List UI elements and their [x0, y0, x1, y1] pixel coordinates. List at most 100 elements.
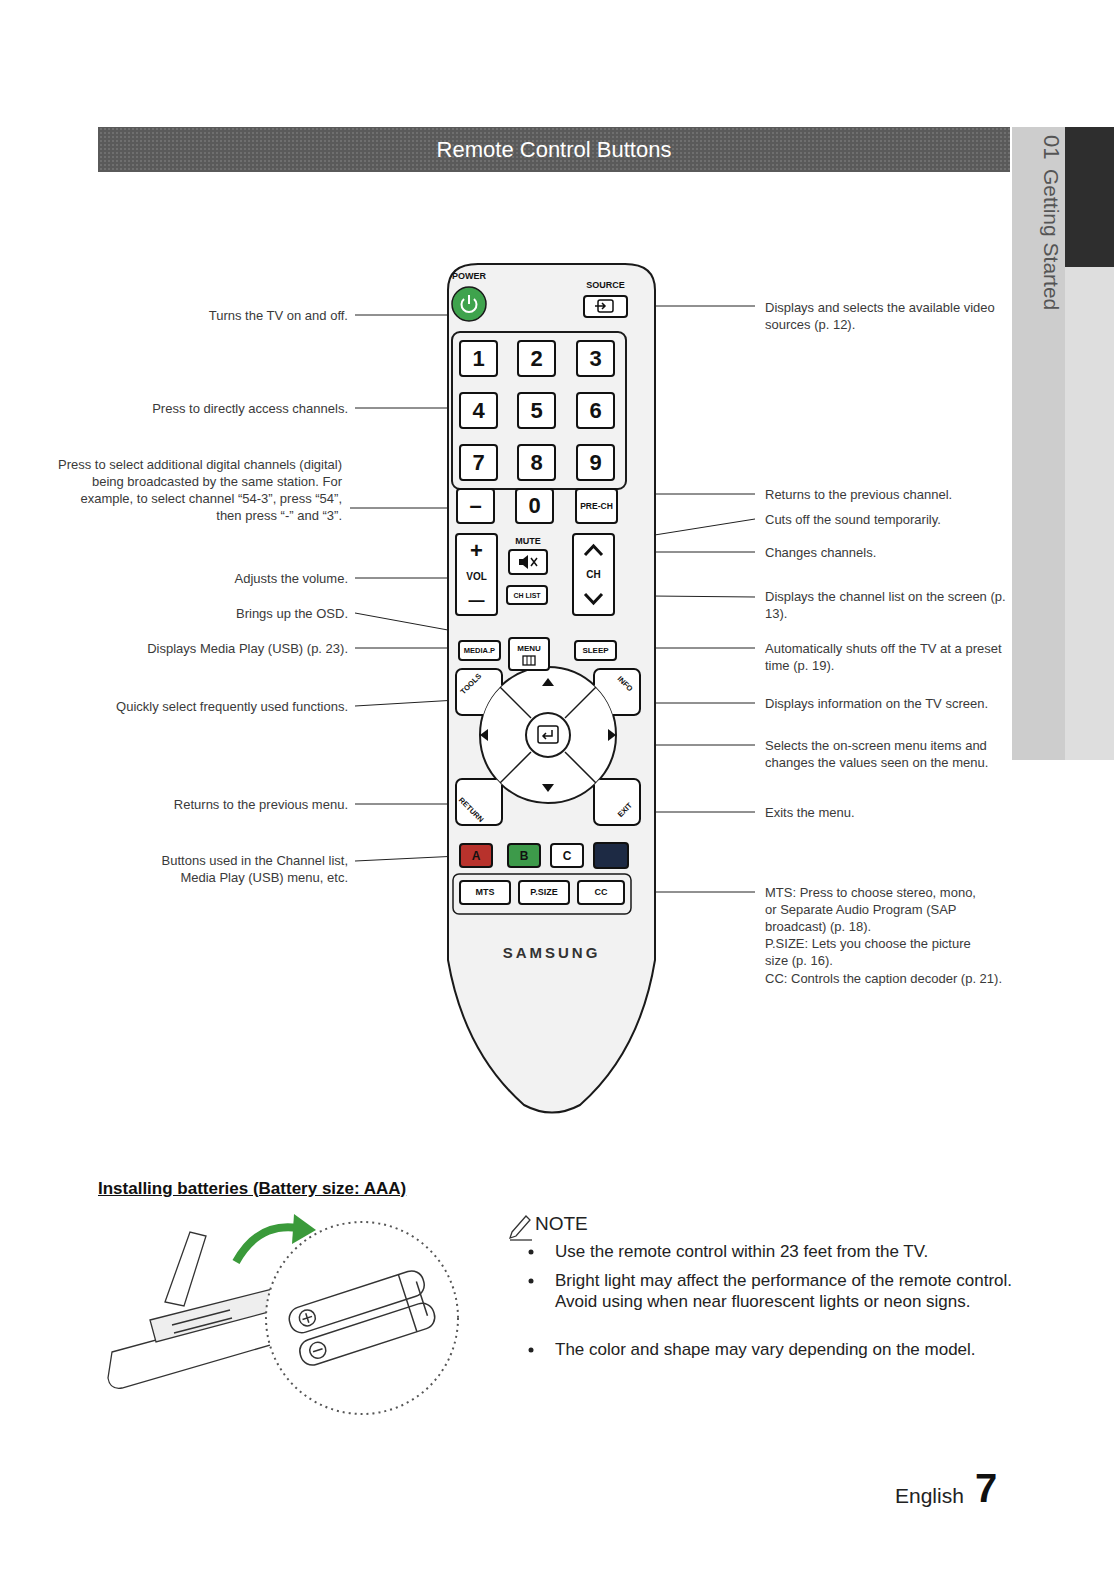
- menu-button-shape: [508, 637, 550, 671]
- button-label: 5: [530, 400, 542, 422]
- callout-text: Returns to the previous menu.: [48, 796, 348, 813]
- color-button: C: [550, 843, 584, 868]
- number-button: 5: [517, 392, 556, 429]
- button-label: 2: [530, 348, 542, 370]
- note-text: Use the remote control within 23 feet fr…: [555, 1241, 1015, 1262]
- tools-button: TOOLS: [455, 668, 503, 716]
- section-tab: 01Getting Started: [1012, 127, 1114, 760]
- info-button: INFO: [593, 668, 641, 716]
- bullet-dots: [529, 1250, 534, 1353]
- number-button: 2: [517, 340, 556, 377]
- button-label: 3: [589, 348, 601, 370]
- button-label: CH LIST: [513, 592, 540, 599]
- source-button: SOURCE: [583, 295, 628, 318]
- source-button-shape: [583, 295, 628, 318]
- chlist-button: CH LIST: [506, 585, 548, 605]
- section-title: Remote Control Buttons: [98, 127, 1010, 172]
- note-text: Bright light may affect the performance …: [555, 1270, 1015, 1312]
- color-button: B: [507, 843, 541, 868]
- mediap-button: MEDIA.P: [458, 640, 501, 661]
- section-tab-text: Getting Started: [1041, 169, 1062, 310]
- psize-button: P.SIZE: [518, 880, 570, 905]
- mts-button: MTS: [459, 880, 511, 905]
- callout-text: Exits the menu.: [765, 804, 1015, 821]
- callout-text: CC: Controls the caption decoder (p. 21)…: [765, 970, 1045, 987]
- button-label: MENU: [517, 645, 541, 653]
- callout-text: Turns the TV on and off.: [48, 307, 348, 324]
- callout-text: Selects the on-screen menu items and cha…: [765, 737, 1015, 771]
- section-heading: Installing batteries (Battery size: AAA): [98, 1178, 498, 1199]
- return-button: RETURN: [455, 778, 503, 826]
- button-label: 7: [472, 452, 484, 474]
- number-button: 1: [459, 340, 498, 377]
- number-button: 4: [459, 392, 498, 429]
- button-label: VOL: [466, 572, 487, 582]
- button-label: SOURCE: [586, 281, 625, 290]
- callout-text: MTS: Press to choose stereo, mono, or Se…: [765, 884, 980, 935]
- dash-button: –: [456, 488, 495, 524]
- section-tab-shape: [1012, 127, 1114, 760]
- callout-text: P.SIZE: Lets you choose the picture size…: [765, 935, 980, 969]
- note-heading: NOTE: [535, 1213, 655, 1235]
- number-button: 3: [576, 340, 615, 377]
- title-band: [98, 127, 1010, 172]
- footer-language: English: [895, 1484, 975, 1508]
- button-label: POWER: [452, 272, 486, 281]
- callout-text: Quickly select frequently used functions…: [48, 698, 348, 715]
- button-label: MUTE: [515, 537, 541, 546]
- callout-text: Press to select additional digital chann…: [57, 456, 342, 524]
- button-label: A: [472, 850, 481, 862]
- color-button: A: [459, 843, 493, 868]
- button-label: CC: [595, 888, 608, 897]
- battery-illustration: [108, 1214, 458, 1414]
- button-label: 9: [589, 452, 601, 474]
- callout-text: Displays and selects the available video…: [765, 299, 1015, 333]
- button-label: 6: [589, 400, 601, 422]
- number-button: 6: [576, 392, 615, 429]
- section-tab-text: 01: [1040, 135, 1062, 159]
- callout-text: Adjusts the volume.: [48, 570, 348, 587]
- number-button: 8: [517, 444, 556, 481]
- remote-body: SAMSUNGPOWERSOURCE123456789–0PRE-CH+VOL—…: [448, 262, 655, 1115]
- sleep-button: SLEEP: [574, 640, 617, 661]
- exit-button: EXIT: [593, 778, 641, 826]
- cc-button: CC: [577, 880, 625, 905]
- button-label: 0: [528, 495, 540, 517]
- prech-button: PRE-CH: [575, 488, 618, 524]
- exit-button-shape: [593, 778, 641, 826]
- volume-rocker: +VOL—: [455, 533, 498, 616]
- callout-text: Cuts off the sound temporarily.: [765, 511, 1015, 528]
- button-label: –: [469, 495, 481, 517]
- number-button: 9: [576, 444, 615, 481]
- callout-text: Returns to the previous channel.: [765, 486, 1015, 503]
- button-label: P.SIZE: [530, 888, 557, 897]
- button-label: 4: [472, 400, 484, 422]
- button-label: MEDIA.P: [464, 647, 495, 655]
- menu-button: MENU: [508, 637, 550, 671]
- callout-text: Changes channels.: [765, 544, 1015, 561]
- button-label: MTS: [476, 888, 495, 897]
- callout-text: Press to directly access channels.: [48, 400, 348, 417]
- button-label: 8: [530, 452, 542, 474]
- mute-button-shape: [508, 549, 548, 575]
- button-label: C: [563, 850, 572, 862]
- callout-text: Buttons used in the Channel list, Media …: [133, 852, 348, 886]
- button-label: 1: [472, 348, 484, 370]
- button-label: —: [469, 593, 485, 609]
- callout-text: Brings up the OSD.: [48, 605, 348, 622]
- callout-text: Displays information on the TV screen.: [765, 695, 1025, 712]
- button-label: B: [520, 850, 529, 862]
- callout-text: Displays the channel list on the screen …: [765, 588, 1015, 622]
- power-button: POWER: [451, 286, 487, 322]
- power-button-shape: [451, 286, 487, 322]
- button-label: SLEEP: [582, 647, 608, 655]
- number-button: 7: [459, 444, 498, 481]
- button-label: PRE-CH: [580, 502, 613, 511]
- callout-text: Automatically shuts off the TV at a pres…: [765, 640, 1015, 674]
- button-label: CH: [586, 570, 600, 580]
- callout-text: Displays Media Play (USB) (p. 23).: [48, 640, 348, 657]
- brand-name: SAMSUNG: [448, 945, 655, 960]
- number-button: 0: [515, 488, 554, 524]
- channel-rocker: CH: [572, 533, 615, 616]
- note-text: The color and shape may vary depending o…: [555, 1339, 1015, 1360]
